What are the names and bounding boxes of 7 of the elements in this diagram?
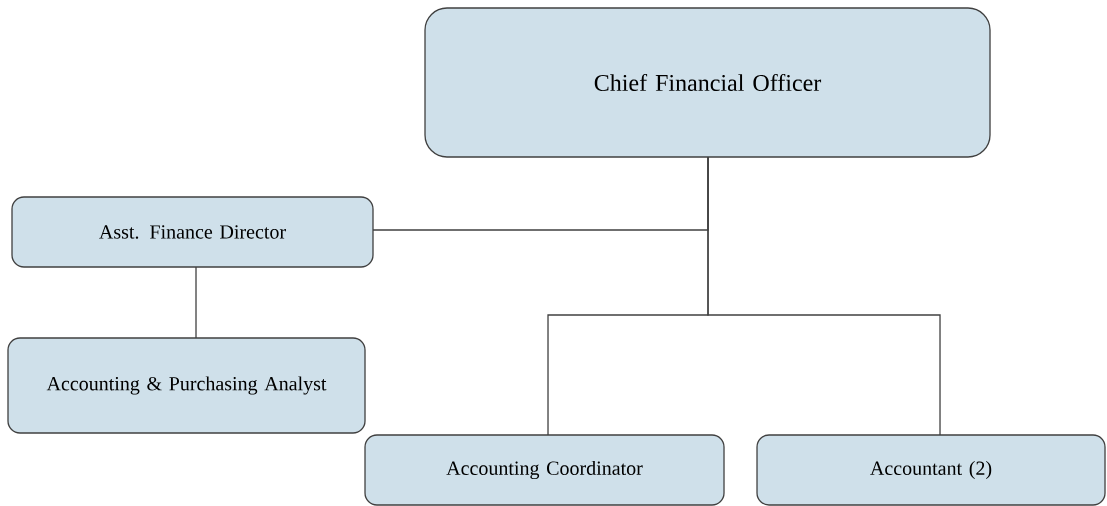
role-box: Accounting & Purchasing Analyst (7, 337, 366, 434)
role-box: Chief Financial Officer (424, 7, 991, 158)
role-box: Accountant (2) (756, 434, 1106, 506)
role-box: Asst. Finance Director (11, 196, 374, 268)
role-box: Accounting Coordinator (364, 434, 725, 506)
connector (195, 266, 197, 339)
connector (707, 156, 941, 436)
